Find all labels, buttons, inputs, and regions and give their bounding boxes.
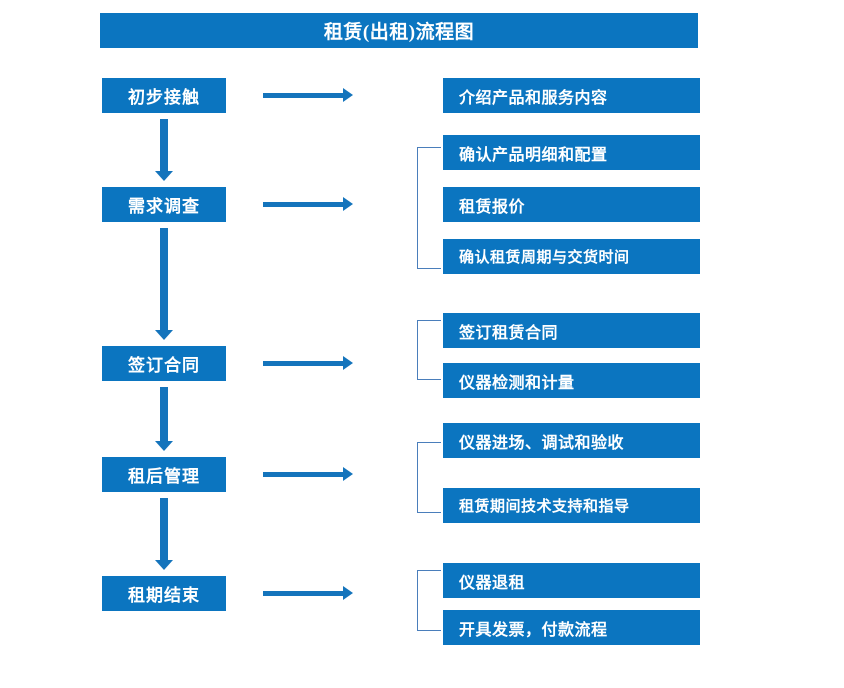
detail-box-7[interactable]: 仪器进场、调试和验收 bbox=[443, 423, 700, 458]
arrow-shaft bbox=[263, 472, 344, 477]
down-arrow-4-to-5 bbox=[155, 498, 173, 570]
bracket-group-2 bbox=[417, 147, 441, 269]
detail-box-10[interactable]: 开具发票，付款流程 bbox=[443, 610, 700, 645]
arrow-head bbox=[343, 197, 353, 211]
arrow-shaft bbox=[160, 119, 168, 172]
down-arrow-3-to-4 bbox=[155, 387, 173, 451]
arrow-shaft bbox=[263, 361, 344, 366]
down-arrow-1-to-2 bbox=[155, 119, 173, 181]
arrow-shaft bbox=[263, 202, 344, 207]
arrow-shaft bbox=[160, 387, 168, 442]
arrow-head bbox=[343, 586, 353, 600]
arrow-shaft bbox=[263, 93, 344, 98]
right-arrow-stage-4 bbox=[263, 467, 353, 481]
right-arrow-stage-2 bbox=[263, 197, 353, 211]
detail-box-9[interactable]: 仪器退租 bbox=[443, 563, 700, 598]
arrow-head bbox=[343, 467, 353, 481]
detail-box-3[interactable]: 租赁报价 bbox=[443, 187, 700, 222]
detail-box-5[interactable]: 签订租赁合同 bbox=[443, 313, 700, 348]
arrow-head bbox=[155, 560, 173, 570]
detail-box-4[interactable]: 确认租赁周期与交货时间 bbox=[443, 239, 700, 274]
bracket-group-4 bbox=[417, 442, 441, 513]
down-arrow-2-to-3 bbox=[155, 228, 173, 340]
right-arrow-stage-5 bbox=[263, 586, 353, 600]
stage-box-4[interactable]: 租后管理 bbox=[102, 457, 226, 492]
arrow-shaft bbox=[160, 228, 168, 331]
detail-box-2[interactable]: 确认产品明细和配置 bbox=[443, 135, 700, 170]
stage-box-3[interactable]: 签订合同 bbox=[102, 346, 226, 381]
bracket-group-5 bbox=[417, 570, 441, 631]
right-arrow-stage-1 bbox=[263, 88, 353, 102]
arrow-head bbox=[343, 356, 353, 370]
bracket-group-3 bbox=[417, 320, 441, 380]
detail-box-1[interactable]: 介绍产品和服务内容 bbox=[443, 78, 700, 113]
stage-box-2[interactable]: 需求调查 bbox=[102, 187, 226, 222]
arrow-head bbox=[155, 441, 173, 451]
arrow-head bbox=[155, 171, 173, 181]
stage-box-1[interactable]: 初步接触 bbox=[102, 78, 226, 113]
stage-box-5[interactable]: 租期结束 bbox=[102, 576, 226, 611]
right-arrow-stage-3 bbox=[263, 356, 353, 370]
arrow-head bbox=[155, 330, 173, 340]
arrow-head bbox=[343, 88, 353, 102]
chart-title: 租赁(出租)流程图 bbox=[100, 13, 698, 48]
detail-box-6[interactable]: 仪器检测和计量 bbox=[443, 363, 700, 398]
arrow-shaft bbox=[263, 591, 344, 596]
arrow-shaft bbox=[160, 498, 168, 561]
detail-box-8[interactable]: 租赁期间技术支持和指导 bbox=[443, 488, 700, 523]
